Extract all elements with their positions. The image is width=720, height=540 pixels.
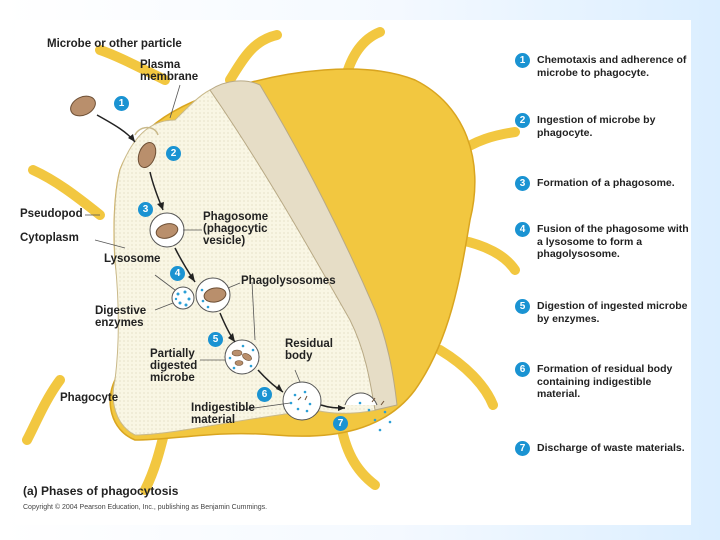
label-indigestible-material: Indigestible material [191,402,255,426]
step-2: 2 Ingestion of microbe by phagocyte. [515,113,692,139]
lysosome-enzymes [174,290,191,307]
waste-materials [358,401,392,432]
step-badge-1: 1 [114,96,129,111]
cut-face [209,80,398,411]
leader-lines [85,84,301,411]
step-3: 3 Formation of a phagosome. [515,176,692,191]
step-7: 7 Discharge of waste materials. [515,441,692,456]
step-badge-2: 2 [166,146,181,161]
step-number-2: 2 [515,113,530,128]
lysosome [171,286,195,310]
label-residual-body: Residual body [285,338,333,362]
label-pseudopod: Pseudopod [20,208,83,220]
step-text-1: Chemotaxis and adherence of microbe to p… [537,54,687,79]
step-number-6: 6 [515,362,530,377]
label-microbe: Microbe or other particle [47,38,182,50]
step-badge-3: 3 [138,202,153,217]
copyright-notice: Copyright © 2004 Pearson Education, Inc.… [23,504,268,511]
step-number-7: 7 [515,441,530,456]
label-partially-digested-microbe: Partially digested microbe [150,348,198,384]
ingested-microbe [137,141,157,169]
caption-title: Phases of phagocytosis [41,484,179,498]
step-text-7: Discharge of waste materials. [537,442,685,454]
step-1: 1 Chemotaxis and adherence of microbe to… [515,53,692,79]
step-text-2: Ingestion of microbe by phagocyte. [537,114,656,139]
step-text-4: Fusion of the phagosome with a lysosome … [537,223,689,260]
step-6: 6 Formation of residual body containing … [515,362,692,401]
step-4: 4 Fusion of the phagosome with a lysosom… [515,222,692,261]
label-phagosome: Phagosome (phagocytic vesicle) [203,211,269,247]
step-badge-4: 4 [170,266,185,281]
label-lysosome: Lysosome [104,253,161,265]
step-number-1: 1 [515,53,530,68]
microbe [70,95,96,117]
figure-caption: (a) Phases of phagocytosis [23,484,178,498]
label-cytoplasm: Cytoplasm [20,232,79,244]
step-text-3: Formation of a phagosome. [537,177,675,189]
step-number-3: 3 [515,176,530,191]
step-number-5: 5 [515,299,530,314]
phagocytosis-figure: Microbe or other particle Plasma membran… [15,20,691,525]
phagocyte-diagram [22,27,520,495]
step-5: 5 Digestion of ingested microbe by enzym… [515,299,692,325]
step-badge-7: 7 [333,416,348,431]
residual-body [282,381,322,421]
step-text-6: Formation of residual body containing in… [537,363,673,400]
step-badge-5: 5 [208,332,223,347]
caption-part: (a) [23,484,38,498]
step-number-4: 4 [515,222,530,237]
label-digestive-enzymes: Digestive enzymes [95,305,147,329]
label-phagolysosomes: Phagolysosomes [241,275,336,287]
step-badge-6: 6 [257,387,272,402]
step-text-5: Digestion of ingested microbe by enzymes… [537,300,688,325]
label-phagocyte: Phagocyte [60,392,119,404]
cytoplasm-section [112,89,396,436]
label-plasma-membrane: Plasma membrane [140,59,199,83]
